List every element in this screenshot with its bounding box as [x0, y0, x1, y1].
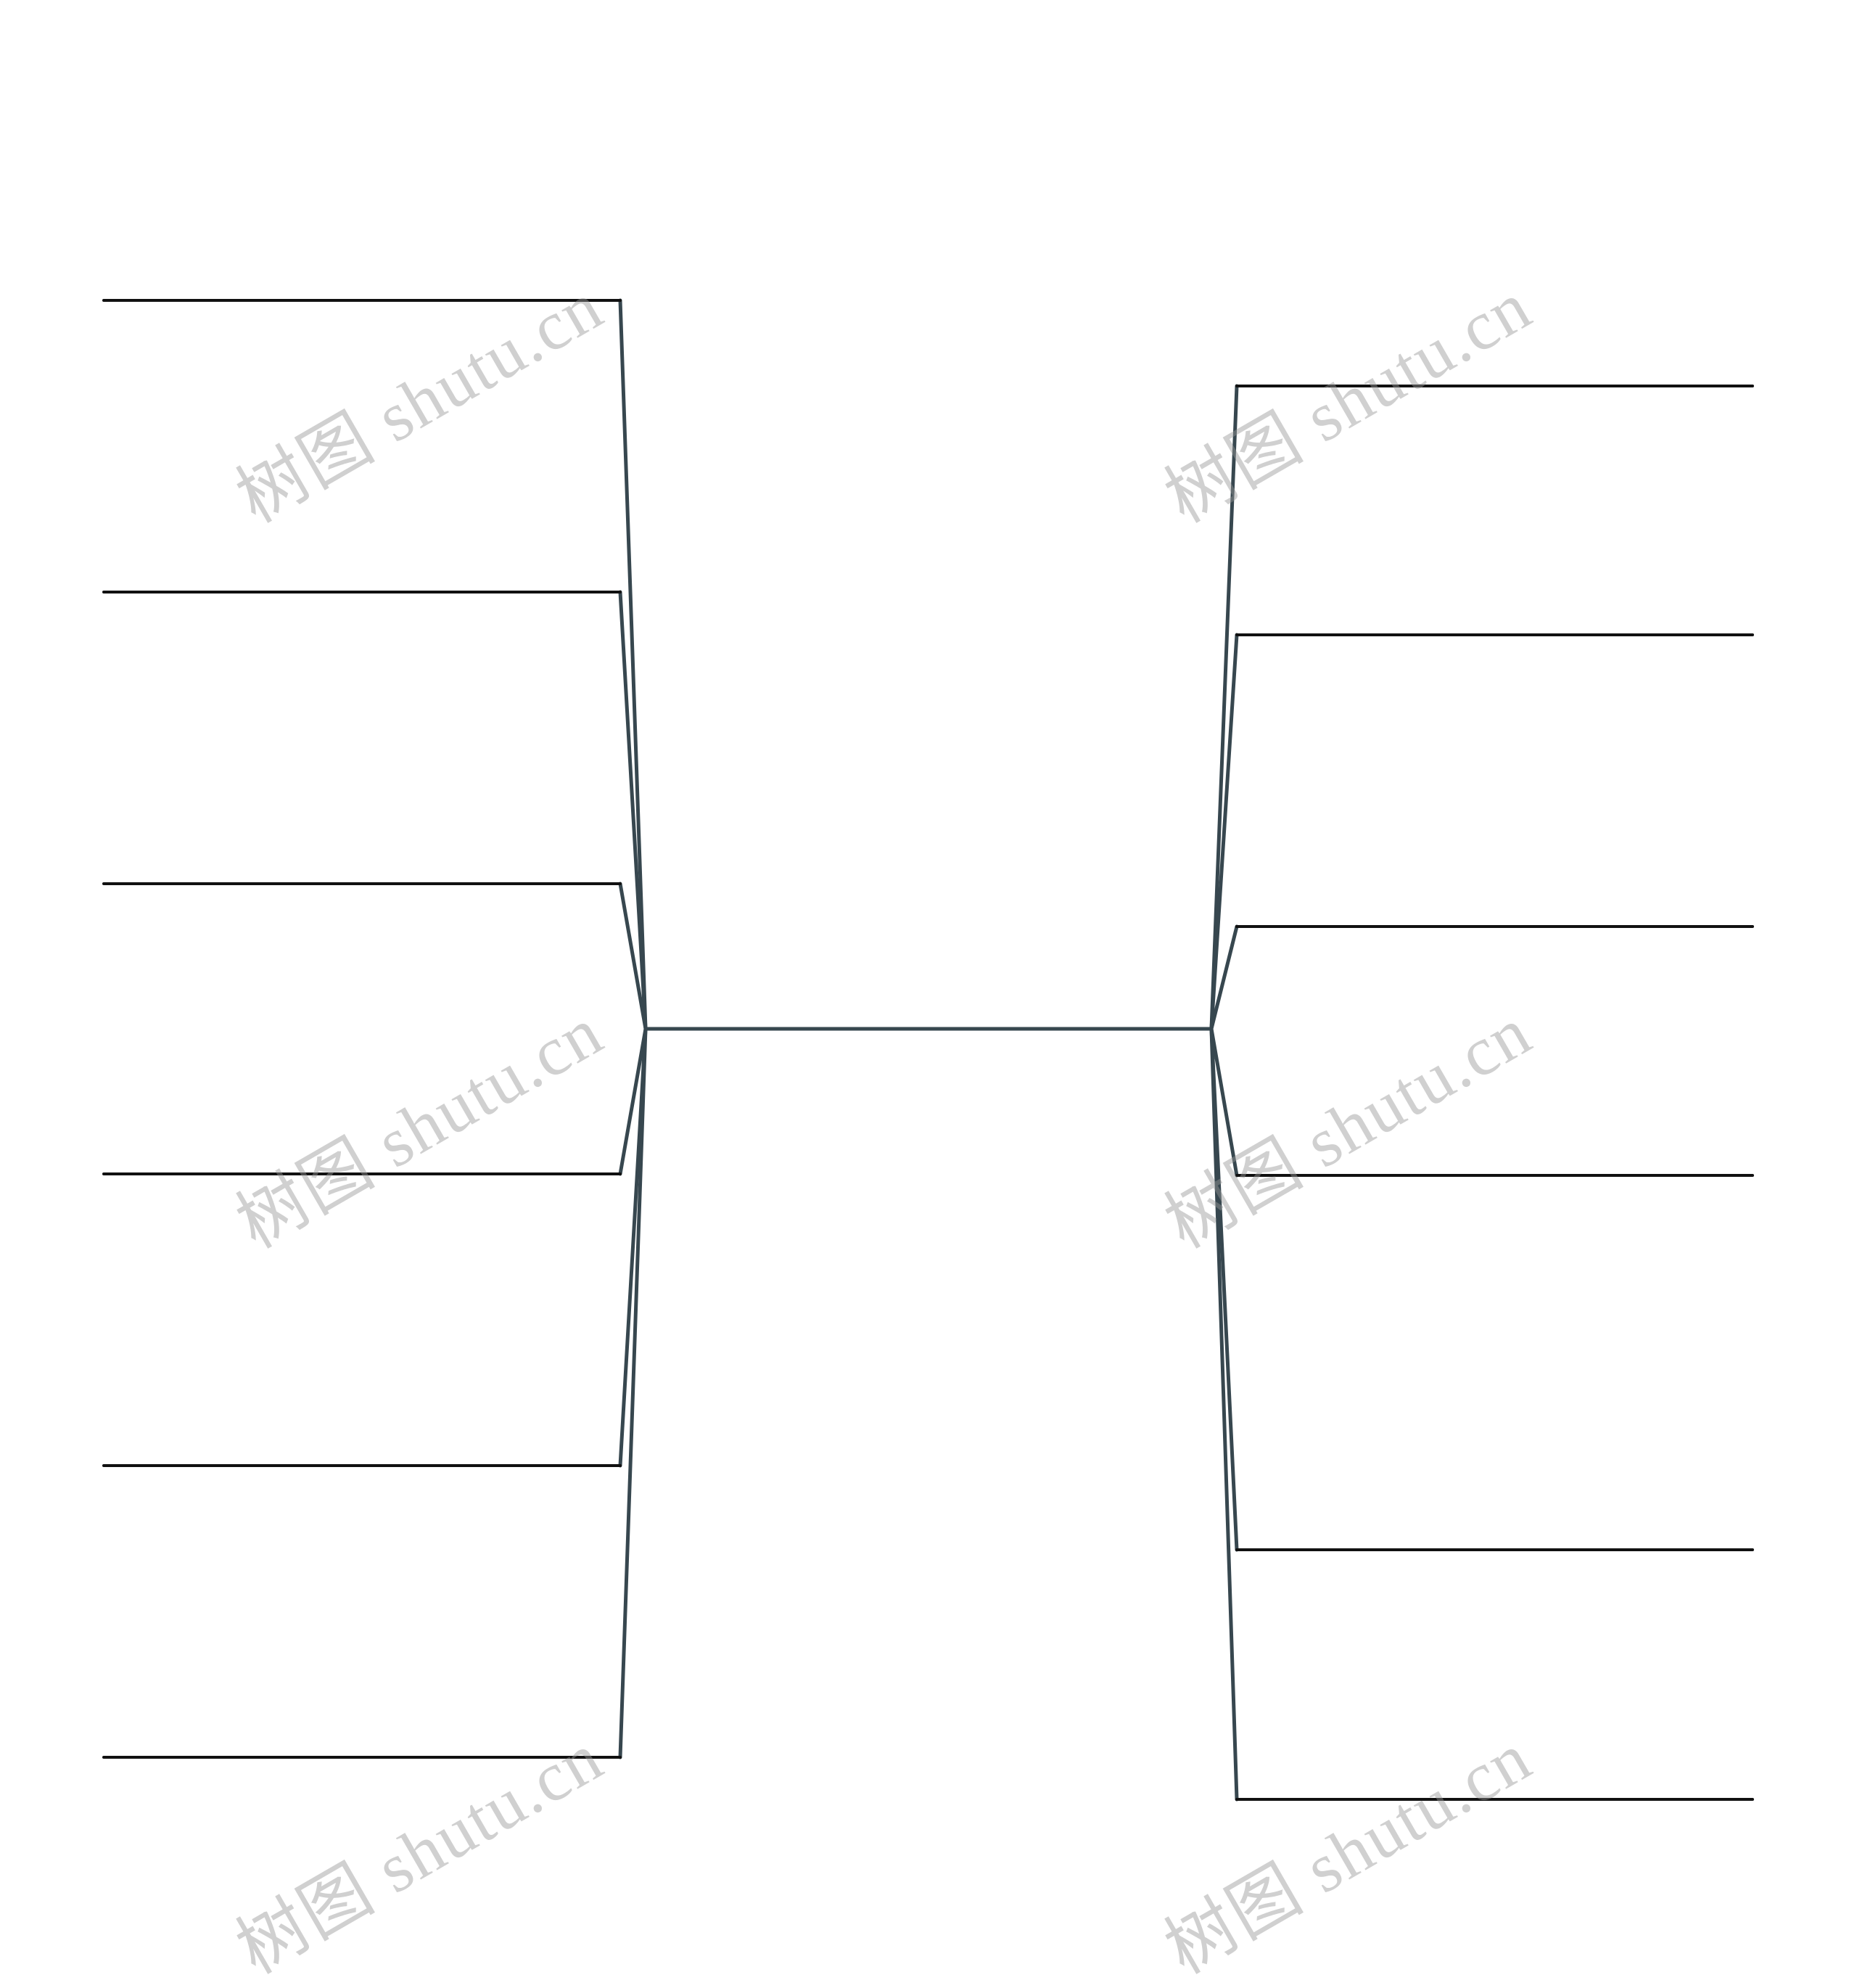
right-connector [1209, 384, 1239, 1031]
right-connector [1209, 633, 1239, 1031]
branch-group [102, 299, 1754, 1801]
left-connector [618, 298, 648, 1031]
left-connector [618, 590, 648, 1031]
right-connector [1209, 924, 1239, 1031]
right-connector [1209, 1027, 1239, 1802]
left-connector [618, 1027, 648, 1759]
right-connector [1209, 1027, 1239, 1178]
left-connector [618, 1027, 648, 1176]
connector-group [618, 298, 1239, 1802]
left-connector [618, 882, 648, 1031]
mind-map-diagram [102, 298, 1754, 1802]
